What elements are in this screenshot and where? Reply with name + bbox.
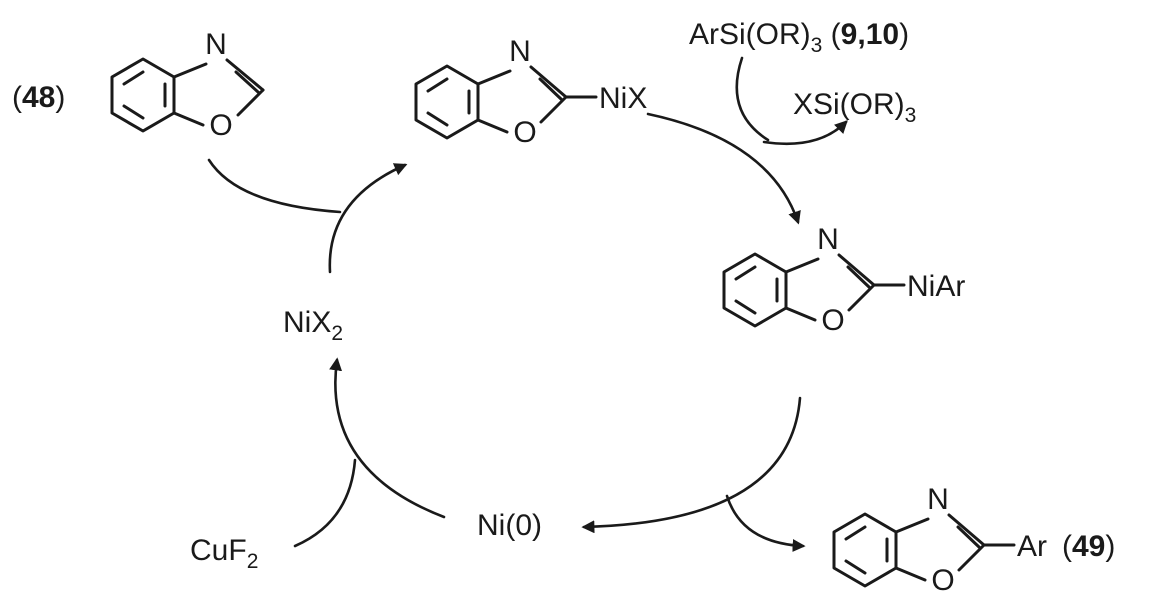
nickel-zero: Ni(0) xyxy=(477,509,542,542)
atom-o-48: O xyxy=(209,109,232,142)
atom-nix: NiX xyxy=(599,82,647,115)
atom-n-48: N xyxy=(205,28,227,61)
atom-niar: NiAr xyxy=(907,270,965,303)
reagent-refs: 9,10 xyxy=(841,18,899,51)
arrow-cmh-from-48 xyxy=(207,158,342,214)
benzoxazolyl-nix-complex: N O NiX xyxy=(414,35,647,149)
benzoxazolyl-niar-complex: N O NiAr xyxy=(722,223,965,337)
reagent-arylsilane: ArSi(OR)3 (9,10) xyxy=(689,18,909,57)
atom-ar-49: Ar xyxy=(1017,530,1047,563)
atom-o-niar: O xyxy=(821,304,844,337)
arrow-reoxidation xyxy=(329,357,446,519)
arrow-transmetalation xyxy=(646,112,801,225)
nickel-dihalide: NiX2 xyxy=(283,306,343,345)
atom-n-49: N xyxy=(927,483,949,516)
compound-number-48: 48 xyxy=(22,81,55,114)
atom-o-nix: O xyxy=(513,116,536,149)
compound-label-49: (49) xyxy=(1062,530,1115,563)
arrow-nix2-to-nix-complex xyxy=(328,163,408,274)
arrow-xsilane-out xyxy=(762,120,848,146)
arrow-arylsilane-in xyxy=(735,56,770,142)
byproduct-silane: XSi(OR)3 xyxy=(793,88,916,127)
atom-n-niar: N xyxy=(817,223,839,256)
benzoxazole-product-49: N O Ar xyxy=(832,483,1047,597)
arrow-product-release xyxy=(725,494,806,552)
arrow-reductive-elimination xyxy=(581,396,802,534)
atom-o-49: O xyxy=(931,564,954,597)
copper-fluoride: CuF2 xyxy=(190,534,258,573)
compound-number-49: 49 xyxy=(1072,530,1105,563)
arrow-cuf2-in xyxy=(293,458,357,548)
compound-label-48: (48) xyxy=(12,81,65,114)
benzoxazole-48: N O xyxy=(110,28,265,142)
atom-n-nix: N xyxy=(509,35,531,68)
